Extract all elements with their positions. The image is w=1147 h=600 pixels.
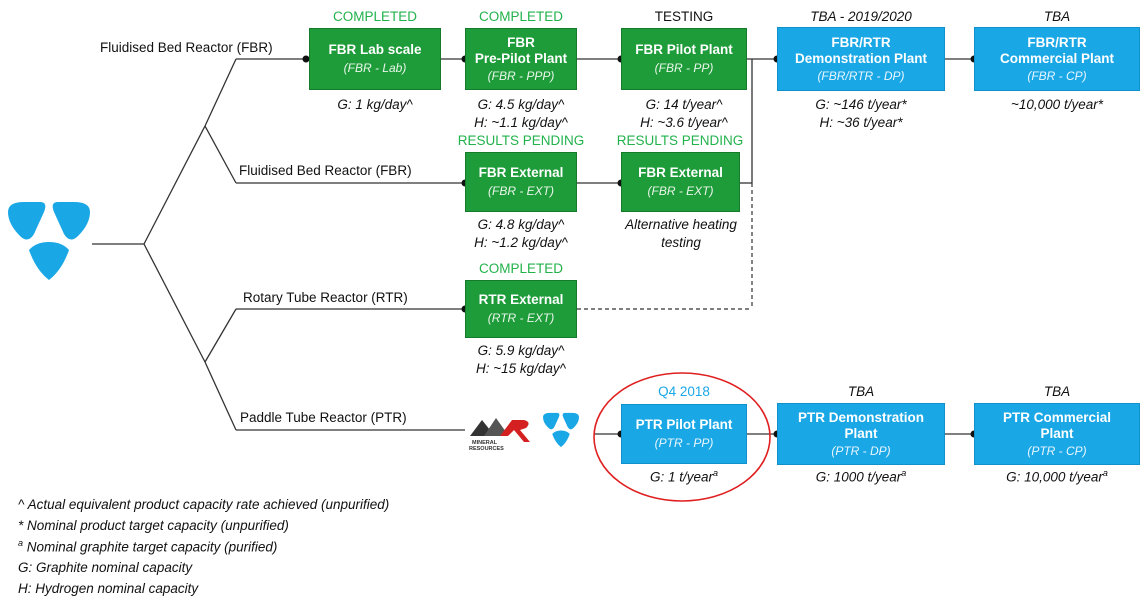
stage-fbr-ext-2: FBR External (FBR - EXT) xyxy=(621,152,740,212)
legend: ^ Actual equivalent product capacity rat… xyxy=(18,495,389,600)
capacity-line: G: 1 kg/day^ xyxy=(337,97,413,112)
capacity-fbr-cp: ~10,000 t/year* xyxy=(974,96,1140,114)
legend-text: Nominal graphite target capacity (purifi… xyxy=(23,539,278,555)
capacity-fbr-lab: G: 1 kg/day^ xyxy=(309,96,441,114)
legend-line-hydrogen: H: Hydrogen nominal capacity xyxy=(18,581,199,597)
reactor-label-fbr-1: Fluidised Bed Reactor (FBR) xyxy=(100,40,273,55)
capacity-ptr-dp: G: 1000 t/yeara xyxy=(777,468,945,486)
status-ptr-cp: TBA xyxy=(1043,384,1071,399)
logo-text-resources: RESOURCES xyxy=(469,446,504,452)
stage-title-1: PTR Demonstration xyxy=(797,409,924,425)
capacity-line: H: ~15 kg/day^ xyxy=(475,360,566,376)
capacity-line: H: ~36 t/year* xyxy=(819,114,903,130)
capacity-fbr-dp: G: ~146 t/year* H: ~36 t/year* xyxy=(777,96,945,132)
status-fbr-dp: TBA - 2019/2020 xyxy=(810,9,912,24)
stage-rtr-ext: RTR External (RTR - EXT) xyxy=(465,280,577,338)
capacity-line: H: ~1.1 kg/day^ xyxy=(474,114,568,130)
stage-title: PTR Pilot Plant xyxy=(635,416,733,432)
capacity-fbr-pp: G: 14 t/year^ H: ~3.6 t/year^ xyxy=(616,96,752,132)
stage-fbr-pp: FBR Pilot Plant (FBR - PP) xyxy=(621,28,747,90)
stage-title-2: Pre-Pilot Plant xyxy=(474,51,568,67)
capacity-line: testing xyxy=(661,234,701,250)
stage-title-1: FBR/RTR xyxy=(831,34,891,50)
stage-code: (FBR - Lab) xyxy=(343,61,407,76)
status-fbr-pp: TESTING xyxy=(654,9,714,24)
capacity-line: ~10,000 t/year* xyxy=(1011,97,1103,112)
stage-title: FBR External xyxy=(478,164,564,180)
stage-code: (RTR - EXT) xyxy=(487,311,555,326)
capacity-line: G: 14 t/year^ xyxy=(645,97,723,112)
stage-code: (FBR - PP) xyxy=(654,61,714,76)
legend-line-nominal-product: * Nominal product target capacity (unpur… xyxy=(18,517,289,533)
stage-title-1: PTR Commercial xyxy=(1002,409,1112,425)
status-rtr-ext: COMPLETED xyxy=(478,261,563,276)
capacity-fbr-ext-2: Alternative heating testing xyxy=(606,216,756,252)
capacity-line: G: 1 t/year xyxy=(649,469,713,485)
highlight-circle xyxy=(593,372,771,502)
stage-title-1: FBR/RTR xyxy=(1027,34,1087,50)
status-fbr-ppp: COMPLETED xyxy=(478,9,563,24)
hydrogen-logo-icon xyxy=(8,202,90,280)
stage-title: FBR Pilot Plant xyxy=(635,41,733,57)
capacity-footnote-mark: a xyxy=(1102,468,1108,478)
stage-code: (PTR - DP) xyxy=(831,443,891,458)
stage-ptr-dp: PTR Demonstration Plant (PTR - DP) xyxy=(777,403,945,465)
capacity-line: G: 1000 t/year xyxy=(815,469,902,485)
reactor-label-ptr: Paddle Tube Reactor (PTR) xyxy=(240,410,407,425)
mineral-resources-logo-icon: MINERAL RESOURCES xyxy=(469,418,530,452)
capacity-line: Alternative heating xyxy=(625,217,737,232)
stage-code: (FBR - PPP) xyxy=(487,68,555,83)
reactor-label-rtr: Rotary Tube Reactor (RTR) xyxy=(243,290,408,305)
capacity-line: G: 4.8 kg/day^ xyxy=(477,217,565,232)
stage-fbr-ppp: FBR Pre-Pilot Plant (FBR - PPP) xyxy=(465,28,577,90)
stage-title-2: Plant xyxy=(1040,426,1074,442)
capacity-line: H: ~3.6 t/year^ xyxy=(640,114,728,130)
status-ptr-dp: TBA xyxy=(847,384,875,399)
capacity-fbr-ext-1: G: 4.8 kg/day^ H: ~1.2 kg/day^ xyxy=(455,216,587,252)
capacity-ptr-pp: G: 1 t/yeara xyxy=(621,468,747,486)
status-fbr-cp: TBA xyxy=(1043,9,1071,24)
legend-line-nominal-graphite: a Nominal graphite target capacity (puri… xyxy=(18,537,389,558)
capacity-line: G: 4.5 kg/day^ xyxy=(477,97,565,112)
stage-code: (FBR/RTR - DP) xyxy=(817,68,905,83)
stage-code: (FBR - CP) xyxy=(1027,68,1087,83)
capacity-line: G: 5.9 kg/day^ xyxy=(477,343,565,358)
hydrogen-logo-small-icon xyxy=(543,412,579,448)
stage-code: (PTR - CP) xyxy=(1027,443,1087,458)
capacity-line: G: 10,000 t/year xyxy=(1006,469,1103,485)
capacity-fbr-ppp: G: 4.5 kg/day^ H: ~1.1 kg/day^ xyxy=(455,96,587,132)
stage-fbr-ext-1: FBR External (FBR - EXT) xyxy=(465,152,577,212)
reactor-label-fbr-2: Fluidised Bed Reactor (FBR) xyxy=(239,163,412,178)
legend-line-graphite: G: Graphite nominal capacity xyxy=(18,560,193,576)
capacity-line: H: ~1.2 kg/day^ xyxy=(474,234,568,250)
stage-code: (FBR - EXT) xyxy=(488,184,554,199)
status-fbr-lab: COMPLETED xyxy=(332,9,417,24)
stage-title-2: Demonstration Plant xyxy=(794,51,927,67)
stage-title: FBR External xyxy=(638,164,723,180)
capacity-footnote-mark: a xyxy=(901,468,907,478)
status-fbr-ext-1: RESULTS PENDING xyxy=(457,133,585,148)
status-fbr-ext-2: RESULTS PENDING xyxy=(616,133,744,148)
stage-fbr-cp: FBR/RTR Commercial Plant (FBR - CP) xyxy=(974,27,1140,91)
capacity-ptr-cp: G: 10,000 t/yeara xyxy=(974,468,1140,486)
stage-title-2: Commercial Plant xyxy=(999,51,1115,67)
stage-title: RTR External xyxy=(478,291,564,307)
stage-code: (FBR - EXT) xyxy=(647,184,714,199)
stage-fbr-lab: FBR Lab scale (FBR - Lab) xyxy=(309,28,441,90)
stage-fbr-dp: FBR/RTR Demonstration Plant (FBR/RTR - D… xyxy=(777,27,945,91)
stage-code: (PTR - PP) xyxy=(654,436,714,451)
status-ptr-pp: Q4 2018 xyxy=(658,384,710,399)
stage-title-2: Plant xyxy=(844,426,878,442)
capacity-line: G: ~146 t/year* xyxy=(815,97,907,112)
legend-footnote-mark: a xyxy=(18,537,24,548)
stage-title-1: FBR xyxy=(507,34,535,50)
capacity-footnote-mark: a xyxy=(713,468,719,478)
logo-text-mineral: MINERAL xyxy=(472,440,498,446)
capacity-rtr-ext: G: 5.9 kg/day^ H: ~15 kg/day^ xyxy=(455,342,587,378)
stage-ptr-pp: PTR Pilot Plant (PTR - PP) xyxy=(621,404,747,464)
stage-title: FBR Lab scale xyxy=(328,41,422,57)
legend-line-actual: ^ Actual equivalent product capacity rat… xyxy=(18,497,390,512)
stage-ptr-cp: PTR Commercial Plant (PTR - CP) xyxy=(974,403,1140,465)
